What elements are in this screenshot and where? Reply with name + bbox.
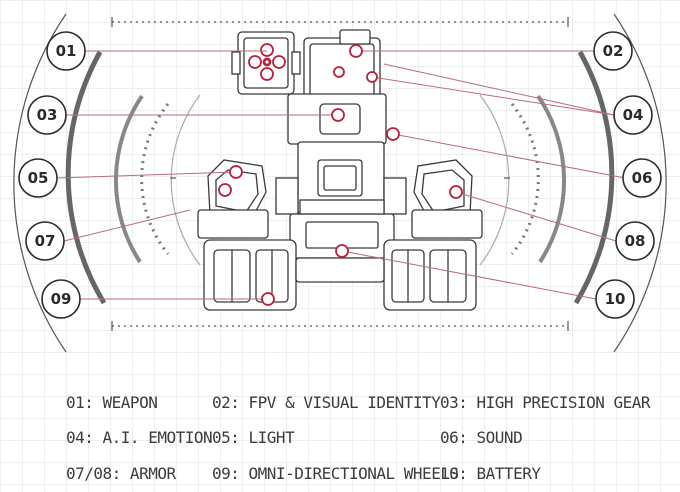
marker-10 <box>335 244 349 258</box>
marker-07 <box>218 183 232 197</box>
marker-03 <box>331 108 345 122</box>
frame-arc-left-inner-thin <box>170 94 201 266</box>
callout-06: 06 <box>622 158 662 198</box>
svg-text:04: 04 <box>623 106 644 124</box>
marker-04 <box>366 71 378 83</box>
svg-text:02: 02 <box>603 42 624 60</box>
frame-arc-left-inner <box>113 94 144 264</box>
frame-arc-right-dashed <box>510 103 540 255</box>
legend-battery: 10: BATTERY <box>440 464 541 483</box>
callout-04: 04 <box>613 95 653 135</box>
leader-lines <box>56 50 626 300</box>
svg-text:08: 08 <box>625 232 646 250</box>
legend-ai-emotion: 04: A.I. EMOTION <box>66 428 213 447</box>
callout-10: 10 <box>595 279 635 319</box>
callout-07: 07 <box>25 221 65 261</box>
frame-arc-right-thick <box>573 50 615 305</box>
callout-08: 08 <box>615 221 655 261</box>
frame-arc-right-outer <box>613 13 667 353</box>
legend-weapon: 01: WEAPON <box>66 393 158 412</box>
svg-text:06: 06 <box>632 169 653 187</box>
marker-05 <box>229 165 243 179</box>
svg-text:10: 10 <box>605 290 626 308</box>
marker-02 <box>349 44 363 58</box>
marker-09 <box>261 292 275 306</box>
callout-03: 03 <box>27 95 67 135</box>
legend-armor: 07/08: ARMOR <box>66 464 176 483</box>
frame-arc-left-outer <box>13 13 67 353</box>
marker-06 <box>386 127 400 141</box>
callout-01: 01 <box>46 31 86 71</box>
legend-fpv-visual-identity: 02: FPV & VISUAL IDENTITY <box>212 393 441 412</box>
legend-light: 05: LIGHT <box>212 428 295 447</box>
marker-08 <box>449 185 463 199</box>
callout-09: 09 <box>41 279 81 319</box>
callout-02: 02 <box>593 31 633 71</box>
svg-text:05: 05 <box>28 169 49 187</box>
legend-high-precision-gear: 03: HIGH PRECISION GEAR <box>440 393 651 412</box>
legend-omni-directional-wheels: 09: OMNI-DIRECTIONAL WHEELS <box>212 464 459 483</box>
svg-text:07: 07 <box>35 232 56 250</box>
robot-diagram: 01 02 03 04 05 06 07 08 09 10 <box>13 13 667 353</box>
legend: 01: WEAPON 02: FPV & VISUAL IDENTITY 03:… <box>0 385 680 492</box>
svg-text:03: 03 <box>37 106 58 124</box>
frame-arc-right-inner-thin <box>479 94 510 266</box>
frame-arc-left-dashed <box>140 103 170 255</box>
marker-02b <box>333 66 345 78</box>
legend-sound: 06: SOUND <box>440 428 523 447</box>
callout-05: 05 <box>18 158 58 198</box>
svg-text:09: 09 <box>51 290 72 308</box>
callout-markers <box>218 44 463 306</box>
marker-01 <box>263 58 271 66</box>
frame-arc-right-inner <box>536 94 567 264</box>
hud-rails <box>111 17 569 331</box>
svg-text:01: 01 <box>56 42 77 60</box>
